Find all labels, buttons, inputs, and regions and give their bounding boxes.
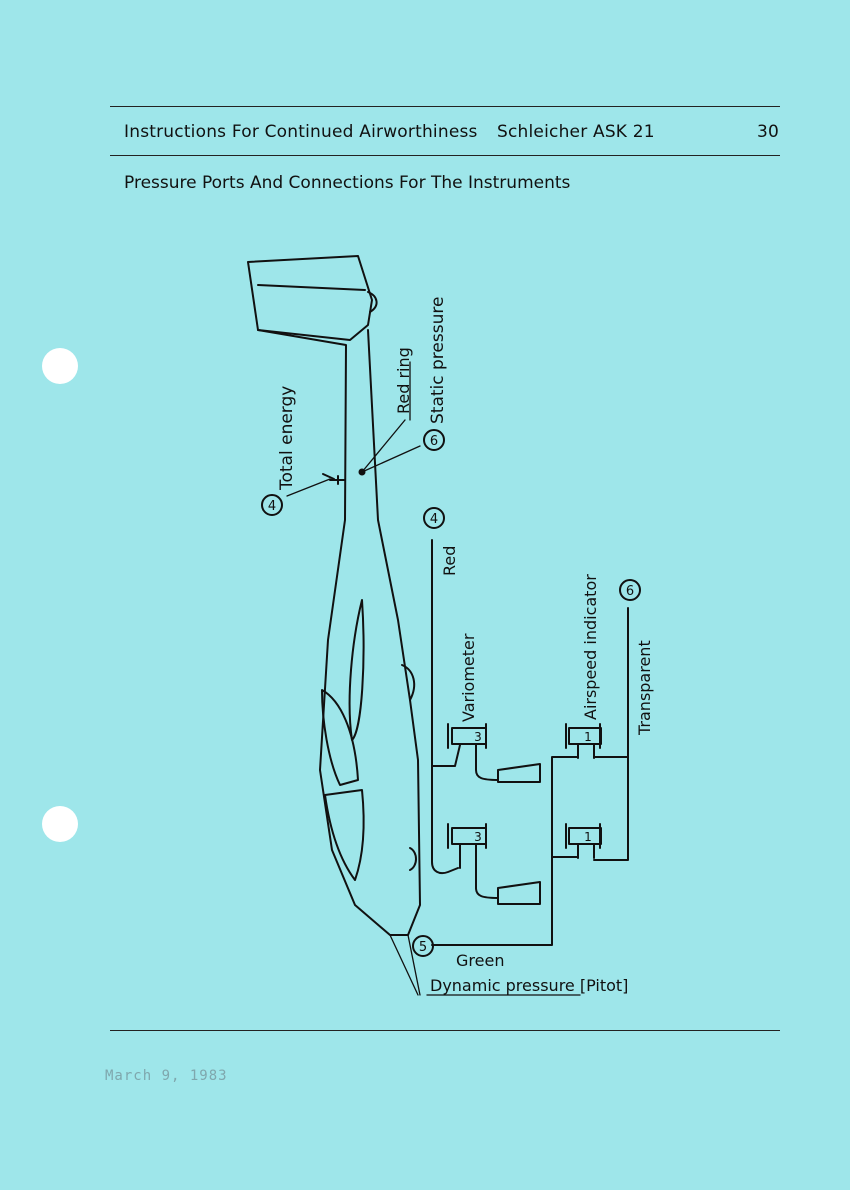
vario-number-lower: 3 [474,830,482,844]
rear-canopy [321,689,359,786]
fuselage-bump-lower [409,847,417,871]
redring-leader [361,419,406,473]
port-number-transparent: 6 [626,584,634,599]
vario-lower-flask-line [475,843,499,899]
circle-static [423,429,445,451]
vario-lower-flask [497,881,541,905]
circle-te [261,494,283,516]
static-port-dot [358,468,366,476]
port-number-pitot: 5 [419,940,427,955]
label-red: Red [440,546,459,576]
front-canopy [324,789,365,881]
punch-hole-bottom [42,806,78,842]
transparent-line [593,607,629,861]
page-number: 30 [757,122,780,142]
label-airspeed-indicator: Airspeed indicator [581,574,600,720]
label-red-ring: Red ring [394,347,413,414]
section-title: Pressure Ports And Connections For The I… [124,173,571,193]
vario-number-upper: 3 [474,730,482,744]
header-title: Instructions For Continued Airworthiness [124,122,478,142]
pitot-leader [389,934,421,996]
static-leader [361,445,421,473]
fin-outline [247,255,373,341]
footer-rule [110,1030,780,1031]
circle-red [423,507,445,529]
fin-bump [367,291,378,313]
port-number-static: 6 [430,434,438,449]
header-top-rule [110,106,780,107]
port-number-red: 4 [430,512,438,527]
circle-pitot [412,935,434,957]
green-line [431,756,579,946]
fuselage-bump-upper [401,664,416,701]
label-green: Green [456,951,504,970]
red-branch-upper [431,744,461,767]
port-number-te: 4 [268,499,276,514]
te-probe [322,473,346,485]
header-bottom-rule [110,155,780,156]
wing-root [348,599,365,741]
label-variometer: Variometer [459,633,478,722]
airspeed-number-upper: 1 [584,730,592,744]
red-line [431,539,459,875]
airspeed-number-lower: 1 [584,830,592,844]
label-dynamic-pressure: Dynamic pressure [Pitot] [430,976,628,995]
circle-transparent [619,579,641,601]
vario-upper-flask [497,763,541,783]
footer-date: March 9, 1983 [105,1068,228,1084]
header-model: Schleicher ASK 21 [497,122,655,142]
punch-hole-top [42,348,78,384]
label-total-energy: Total energy [277,386,297,491]
label-transparent: Transparent [635,640,654,736]
te-leader [286,478,331,497]
vario-upper-flask-line [475,743,499,781]
label-static-pressure: Static pressure [428,297,448,424]
rudder-line [257,284,366,291]
